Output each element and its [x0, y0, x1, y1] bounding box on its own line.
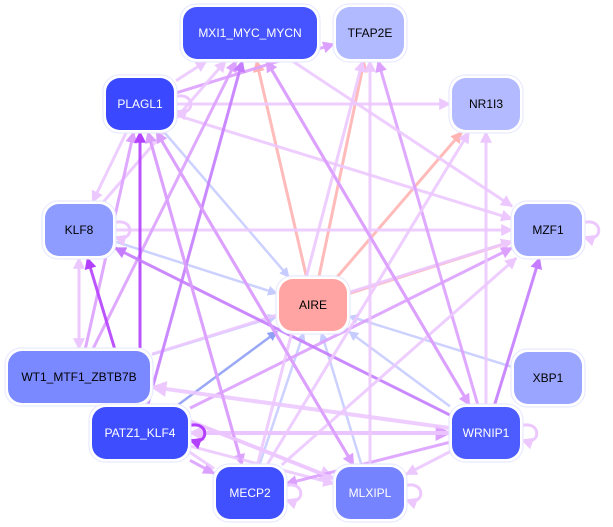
node-label: PATZ1_KLF4: [105, 426, 176, 440]
edge-plagl1-to-mzf1: [175, 113, 514, 222]
edge-plagl1-to-aire: [163, 131, 290, 278]
edge-mxi1_myc_mycn-to-wrnip1: [265, 60, 471, 407]
edge-mecp2-to-nr1i3: [265, 130, 471, 466]
node-box: [216, 467, 284, 519]
edge-patz1_klf4-to-mxi1_myc_mycn: [146, 59, 246, 406]
node-nr1i3[interactable]: NR1I3: [448, 74, 524, 134]
node-label: MZF1: [532, 223, 564, 237]
self-loop-klf8: [112, 220, 132, 247]
node-mzf1[interactable]: MZF1: [510, 200, 586, 260]
self-loop-patz1_klf4: [187, 423, 207, 450]
self-loop-wrnip1: [519, 423, 539, 450]
node-label: MECP2: [229, 486, 271, 500]
node-box: [336, 7, 404, 59]
self-loop-mlxipl: [403, 483, 423, 510]
node-label: MXI1_MYC_MYCN: [198, 26, 301, 40]
node-box: [452, 78, 520, 130]
node-box: [514, 204, 582, 256]
node-patz1-klf4[interactable]: PATZ1_KLF4: [88, 403, 192, 463]
node-label: KLF8: [65, 223, 94, 237]
node-wrnip1[interactable]: WRNIP1: [448, 403, 524, 463]
node-box: [452, 407, 520, 459]
node-box: [106, 78, 174, 130]
edge-wt1_mtf1_zbtb7b-to-mxi1_myc_mycn: [91, 59, 238, 350]
node-xbp1[interactable]: XBP1: [510, 348, 586, 408]
edge-wrnip1-to-mzf1: [493, 256, 543, 406]
node-tfap2e[interactable]: TFAP2E: [332, 3, 408, 63]
edge-aire-to-nr1i3: [335, 131, 464, 278]
edge-aire-to-mxi1_myc_mycn: [253, 59, 308, 278]
node-label: TFAP2E: [348, 26, 393, 40]
edge-mxi1_myc_mycn-to-mzf1: [291, 59, 514, 208]
node-box: [45, 204, 113, 256]
node-label: MLXIPL: [349, 486, 392, 500]
node-label: NR1I3: [469, 97, 503, 111]
edge-mecp2-to-tfap2e: [255, 59, 366, 466]
node-mlxipl[interactable]: MLXIPL: [332, 463, 408, 523]
edge-mecp2-to-mzf1: [280, 256, 518, 467]
node-box: [8, 351, 150, 403]
edge-plagl1-to-klf8: [91, 131, 128, 204]
node-box: [514, 352, 582, 404]
node-box: [92, 407, 188, 459]
self-loop-mzf1: [581, 220, 601, 247]
edge-plagl1-to-mxi1_myc_mycn: [175, 59, 208, 83]
edge-aire-to-tfap2e: [317, 59, 368, 278]
node-label: PLAGL1: [117, 97, 163, 111]
node-mecp2[interactable]: MECP2: [212, 463, 288, 523]
node-box: [336, 467, 404, 519]
edge-mecp2-to-plagl1: [145, 130, 244, 466]
edge-mlxipl-to-plagl1: [155, 130, 355, 466]
edge-wrnip1-to-mecp2: [284, 440, 451, 488]
node-label: XBP1: [533, 371, 564, 385]
node-label: AIRE: [299, 298, 327, 312]
node-aire[interactable]: AIRE: [275, 275, 351, 335]
edge-patz1_klf4-to-mecp2: [189, 458, 216, 475]
node-mxi1-myc-mycn[interactable]: MXI1_MYC_MYCN: [179, 3, 321, 63]
node-plagl1[interactable]: PLAGL1: [102, 74, 178, 134]
edge-wrnip1-to-mlxipl: [404, 450, 451, 476]
self-loop-mecp2: [283, 483, 303, 510]
edge-mecp2-to-aire: [258, 332, 306, 466]
node-label: WT1_MTF1_ZBTB7B: [21, 370, 136, 384]
edge-wrnip1-to-tfap2e: [375, 59, 480, 406]
self-loop-plagl1: [173, 94, 193, 121]
node-wt1-mtf1-zbtb7b[interactable]: WT1_MTF1_ZBTB7B: [4, 347, 154, 407]
edges-layer: [73, 41, 543, 488]
node-klf8[interactable]: KLF8: [41, 200, 117, 260]
node-box: [183, 7, 317, 59]
node-box: [279, 279, 347, 331]
self-loops-layer: [112, 94, 601, 510]
edge-wrnip1-to-aire: [348, 330, 451, 408]
node-label: WRNIP1: [463, 426, 510, 440]
